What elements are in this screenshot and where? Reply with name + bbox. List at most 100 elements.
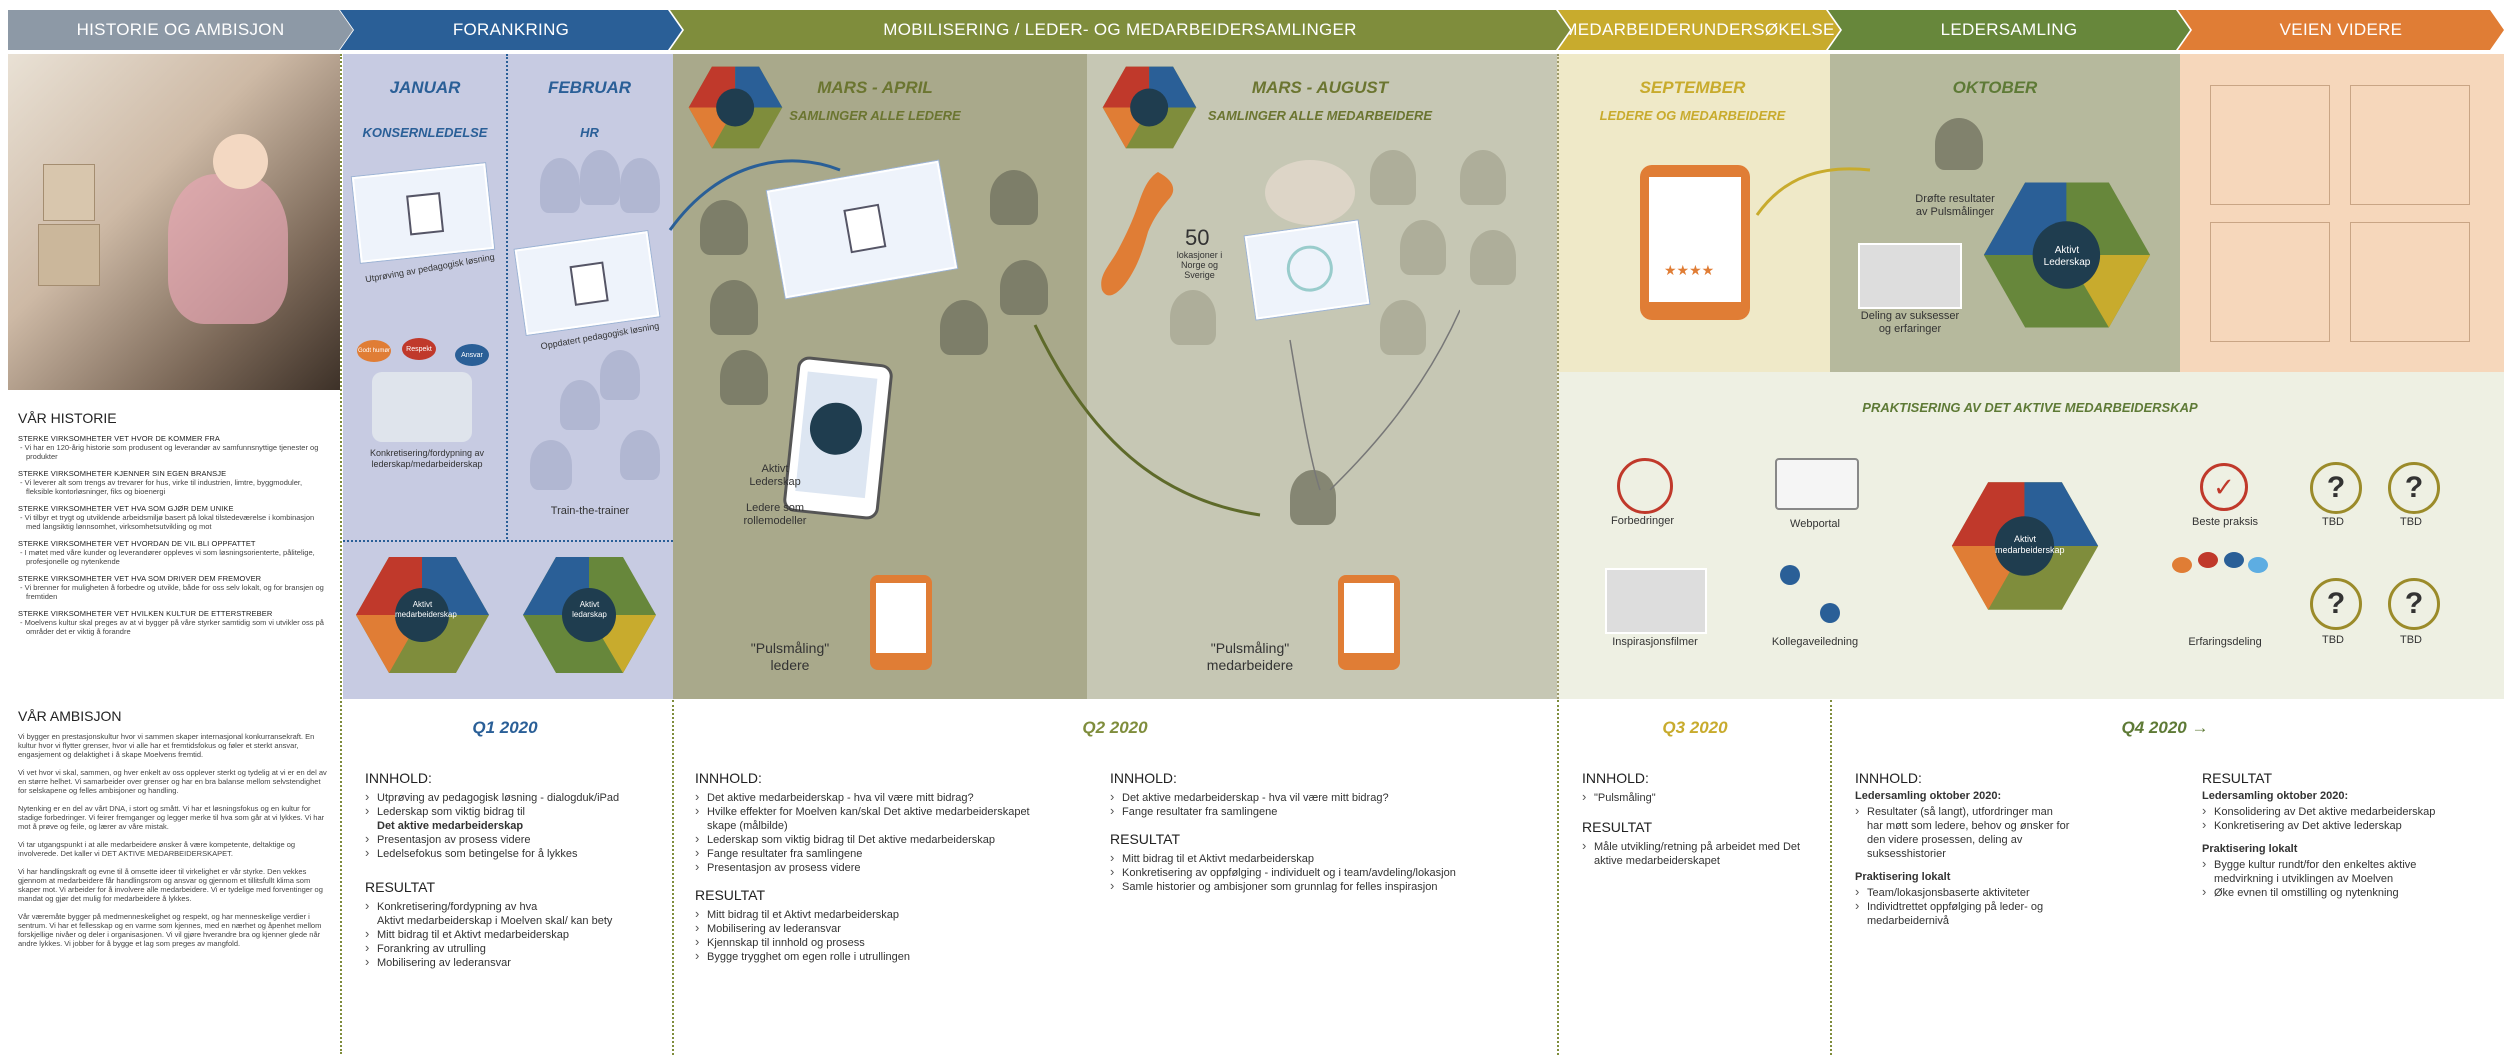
peer-coaching-icon bbox=[1780, 565, 1845, 627]
tablet-screen: ★★★★ bbox=[1649, 177, 1741, 302]
q1-title: Q1 2020 bbox=[472, 718, 538, 737]
konkretisering-caption: Konkretisering/fordypning av lederskap/m… bbox=[369, 448, 485, 469]
people-silhouette bbox=[710, 280, 758, 335]
tbd-caption: TBD bbox=[2322, 516, 2344, 528]
hexagon-diagram bbox=[1951, 482, 2099, 610]
checkmark-icon: ✓ bbox=[2200, 463, 2248, 511]
ambisjon-paragraph: Vi har handlingskraft og evne til å omse… bbox=[18, 867, 323, 903]
historie-text: - Vi har en 120-årig historie som produs… bbox=[20, 443, 319, 461]
child-figure bbox=[168, 174, 288, 324]
people-silhouette bbox=[700, 200, 748, 255]
growth-chart-icon bbox=[2350, 222, 2470, 342]
people-silhouette bbox=[1400, 220, 1446, 275]
people-silhouette bbox=[1170, 290, 1216, 345]
list-item: Bygge kultur rundt/for den enkeltes akti… bbox=[2202, 857, 2472, 886]
ambisjon-paragraph: Vi vet hvor vi skal, sammen, og hver enk… bbox=[18, 768, 327, 795]
hr-label: HR bbox=[580, 125, 599, 140]
list-item: Presentasjon av prosess videre bbox=[695, 860, 1035, 875]
list-item: Bygge trygghet om egen rolle i utrulling… bbox=[695, 949, 1035, 964]
divider bbox=[343, 540, 673, 542]
konsernledelse-label: KONSERNLEDELSE bbox=[362, 125, 488, 140]
divider bbox=[1557, 700, 1559, 1055]
tablet-screen bbox=[876, 583, 926, 653]
people-silhouette bbox=[560, 380, 600, 430]
q3-content: INNHOLD: "Pulsmåling" RESULTAT Måle utvi… bbox=[1582, 770, 1817, 868]
historie-text: - Vi tilbyr et trygt og utviklende arbei… bbox=[20, 513, 315, 531]
person-icon bbox=[1820, 603, 1840, 623]
list-item: Fange resultater fra samlingene bbox=[1110, 804, 1530, 819]
innhold-heading: INNHOLD: bbox=[695, 770, 762, 786]
header-medarbeiderundersokelse: MEDARBEIDERUNDERSØKELSE bbox=[1558, 10, 1840, 50]
bubble-icon bbox=[2198, 552, 2218, 568]
header-ledersamling: LEDERSAMLING bbox=[1828, 10, 2190, 50]
video-thumbnail bbox=[1605, 568, 1707, 634]
samlinger-medarbeidere-label: SAMLINGER ALLE MEDARBEIDERE bbox=[1207, 108, 1433, 123]
erfaringsdeling-caption: Erfaringsdeling bbox=[2188, 636, 2262, 648]
tablet-pulse bbox=[1338, 575, 1400, 670]
list-item: Individtrettet oppfølging på leder- og m… bbox=[1855, 899, 2070, 928]
people-silhouette bbox=[990, 170, 1038, 225]
speech-bubbles-icon bbox=[2172, 552, 2272, 602]
innhold-heading: INNHOLD: bbox=[365, 770, 432, 786]
people-silhouette bbox=[940, 300, 988, 355]
list-item: Måle utvikling/retning på arbeidet med D… bbox=[1582, 839, 1817, 868]
resultat-heading: RESULTAT bbox=[1110, 831, 1181, 847]
people-silhouette bbox=[620, 430, 660, 480]
people-silhouette bbox=[540, 158, 580, 213]
tablet-survey: ★★★★ bbox=[1640, 165, 1750, 320]
list-item: Hvilke effekter for Moelven kan/skal Det… bbox=[695, 804, 1035, 833]
mars-april-title: MARS - APRIL bbox=[817, 78, 933, 97]
divider bbox=[1557, 54, 1559, 699]
tbd-caption: TBD bbox=[2322, 634, 2344, 646]
people-silhouette bbox=[1290, 470, 1336, 525]
list-item: Fange resultater fra samlingene bbox=[695, 846, 1035, 861]
list-item: Mobilisering av lederansvar bbox=[365, 955, 665, 970]
count-50: 50 bbox=[1185, 225, 1210, 250]
inspirasjonsfilmer-caption: Inspirasjonsfilmer bbox=[1612, 636, 1698, 648]
januar-title: JANUAR bbox=[389, 78, 461, 97]
list-item: Konkretisering av Det aktive lederskap bbox=[2202, 818, 2472, 833]
header-forankring: FORANKRING bbox=[340, 10, 682, 50]
video-thumbnail bbox=[1858, 243, 1962, 309]
tablet-icon bbox=[406, 192, 445, 236]
sub-heading: Praktisering lokalt bbox=[2202, 843, 2298, 855]
ledere-medarbeidere-label: LEDERE OG MEDARBEIDERE bbox=[1599, 108, 1786, 123]
webportal-caption: Webportal bbox=[1790, 518, 1840, 530]
historie-label: STERKE VIRKSOMHETER VET HVILKEN KULTUR D… bbox=[18, 609, 273, 618]
q2-title: Q2 2020 bbox=[1082, 718, 1148, 737]
resultat-heading: RESULTAT bbox=[1582, 819, 1653, 835]
people-silhouette bbox=[1000, 260, 1048, 315]
historie-text: - Moelvens kultur skal preges av at vi b… bbox=[20, 618, 324, 636]
tree-in-hand-icon bbox=[2210, 222, 2330, 342]
list-item: Det aktive medarbeiderskap - hva vil vær… bbox=[1110, 790, 1530, 805]
tablet-screen bbox=[1344, 583, 1394, 653]
historie-label: STERKE VIRKSOMHETER VET HVORDAN DE VIL B… bbox=[18, 539, 256, 548]
hexagon-diagram bbox=[688, 66, 783, 149]
people-silhouette bbox=[1370, 150, 1416, 205]
var-ambisjon-heading: VÅR AMBISJON bbox=[18, 708, 122, 724]
historie-text: - Vi leverer alt som trengs av trevarer … bbox=[20, 478, 303, 496]
list-item: Samle historier og ambisjoner som grunnl… bbox=[1110, 879, 1530, 894]
veien-videre-band bbox=[2180, 54, 2504, 372]
ambisjon-paragraph: Vår væremåte bygger på medmenneskelighet… bbox=[18, 912, 322, 948]
var-ambisjon-section: VÅR AMBISJON Vi bygger en prestasjonskul… bbox=[18, 708, 328, 957]
worker-helmet-icon bbox=[2210, 85, 2330, 205]
pulsmaling-ledere-caption: "Pulsmåling"ledere bbox=[750, 640, 830, 673]
resultat-heading: RESULTAT bbox=[365, 879, 436, 895]
question-icon: ? bbox=[2388, 462, 2440, 514]
divider bbox=[1830, 700, 1832, 1055]
februar-title: FEBRUAR bbox=[547, 78, 632, 97]
bubble-icon bbox=[2224, 552, 2244, 568]
ambisjon-paragraph: Vi bygger en prestasjonskultur hvor vi s… bbox=[18, 732, 315, 759]
flow-arrows bbox=[668, 159, 1460, 517]
hexagon-diagram bbox=[1102, 66, 1197, 149]
child-photo bbox=[8, 54, 340, 390]
sub-heading: Ledersamling oktober 2020: bbox=[2202, 790, 2349, 802]
resultat-heading: RESULTAT bbox=[2202, 770, 2273, 786]
